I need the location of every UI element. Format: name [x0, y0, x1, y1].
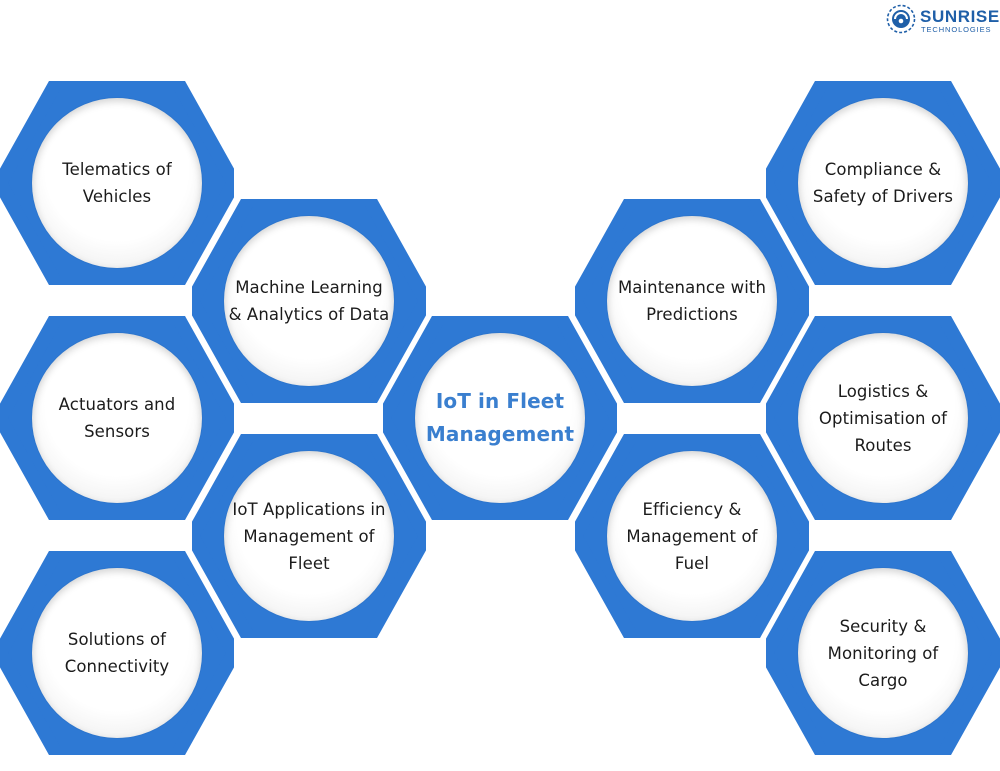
sunrise-logo-icon	[886, 4, 916, 34]
node-logistics: Logistics & Optimisation of Routes	[766, 316, 1000, 520]
node-center: IoT in Fleet Management	[383, 316, 617, 520]
node-circle: Solutions of Connectivity	[32, 568, 202, 738]
node-circle: Actuators and Sensors	[32, 333, 202, 503]
node-machine-learning: Machine Learning & Analytics of Data	[192, 199, 426, 403]
node-label: Actuators and Sensors	[58, 395, 176, 441]
brand-name: SUNRISE	[920, 7, 1000, 26]
node-label: Solutions of Connectivity	[64, 630, 170, 676]
node-circle: Telematics of Vehicles	[32, 98, 202, 268]
node-actuators: Actuators and Sensors	[0, 316, 234, 520]
node-circle: Compliance & Safety of Drivers	[798, 98, 968, 268]
node-connectivity: Solutions of Connectivity	[0, 551, 234, 755]
node-label: Maintenance with Predictions	[617, 278, 767, 324]
node-iot-applications: IoT Applications in Management of Fleet	[192, 434, 426, 638]
node-circle: Machine Learning & Analytics of Data	[224, 216, 394, 386]
node-compliance: Compliance & Safety of Drivers	[766, 81, 1000, 285]
brand-tagline: TECHNOLOGIES	[921, 25, 992, 34]
node-circle: Maintenance with Predictions	[607, 216, 777, 386]
node-label: Logistics & Optimisation of Routes	[818, 381, 948, 455]
node-telematics: Telematics of Vehicles	[0, 81, 234, 285]
center-label: IoT in Fleet Management	[425, 389, 575, 446]
node-label: IoT Applications in Management of Fleet	[232, 499, 386, 573]
node-label: Efficiency & Management of Fuel	[626, 499, 758, 573]
sunrise-logo: SUNRISE TECHNOLOGIES	[886, 4, 1000, 38]
node-cargo: Security & Monitoring of Cargo	[766, 551, 1000, 755]
node-maintenance: Maintenance with Predictions	[575, 199, 809, 403]
node-label: Machine Learning & Analytics of Data	[228, 278, 390, 324]
node-circle: IoT Applications in Management of Fleet	[224, 451, 394, 621]
node-circle: Logistics & Optimisation of Routes	[798, 333, 968, 503]
node-label: Telematics of Vehicles	[62, 160, 172, 206]
node-label: Compliance & Safety of Drivers	[812, 160, 954, 206]
node-circle: Efficiency & Management of Fuel	[607, 451, 777, 621]
node-circle: Security & Monitoring of Cargo	[798, 568, 968, 738]
node-fuel: Efficiency & Management of Fuel	[575, 434, 809, 638]
node-circle: IoT in Fleet Management	[415, 333, 585, 503]
node-label: Security & Monitoring of Cargo	[827, 616, 939, 690]
